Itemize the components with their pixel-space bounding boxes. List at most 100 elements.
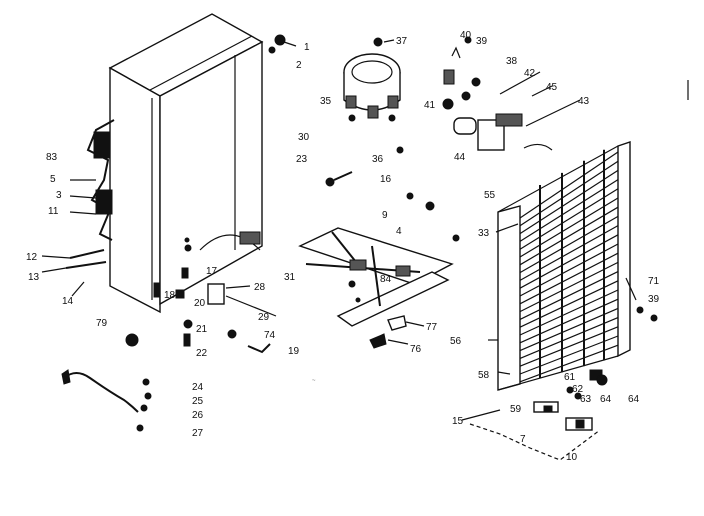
callout-26: 26 — [192, 410, 204, 421]
condenser-tube — [519, 344, 619, 383]
group-bracket — [469, 423, 601, 461]
compressor — [343, 53, 401, 122]
clip — [175, 289, 185, 299]
callout-21: 21 — [196, 324, 208, 335]
rubber-foot — [369, 333, 387, 349]
condenser-tube — [519, 215, 619, 274]
callout-1: 1 — [304, 42, 310, 53]
callout-17: 17 — [206, 266, 218, 277]
rubber-foot — [387, 315, 407, 331]
callout-40: 40 — [460, 30, 472, 41]
clip — [181, 267, 189, 279]
callout-labels: 40 1 2 37 35 39 38 42 45 43 41 44 30 23 … — [26, 30, 660, 463]
callout-9: 9 — [382, 210, 388, 221]
condenser-tube — [519, 289, 619, 336]
callout-10: 10 — [566, 452, 578, 463]
condenser-tube — [519, 307, 619, 352]
screw — [274, 34, 286, 46]
condenser-tube — [519, 151, 619, 219]
condenser-tube — [519, 188, 619, 250]
screw — [452, 234, 460, 242]
callout-4: 4 — [396, 226, 402, 237]
condenser-tube — [519, 206, 619, 266]
callout-35: 35 — [320, 96, 332, 107]
screw — [136, 424, 144, 432]
wire-lead — [247, 343, 271, 354]
condenser-tube — [519, 197, 619, 258]
callout-19: 19 — [288, 346, 300, 357]
screw — [227, 329, 237, 339]
screw — [325, 177, 335, 187]
screw — [268, 46, 276, 54]
screw — [183, 319, 193, 329]
condenser-tube — [519, 169, 619, 235]
callout-22: 22 — [196, 348, 208, 359]
condenser-tube — [519, 317, 619, 359]
screw — [144, 392, 152, 400]
condenser-tube — [519, 160, 619, 227]
callout-3: 3 — [56, 190, 62, 201]
side-tubing-assembly — [65, 119, 115, 269]
screw — [142, 378, 150, 386]
callout-23: 23 — [296, 154, 308, 165]
drain-tube-end — [61, 369, 71, 385]
callout-64: 64 — [600, 394, 612, 405]
relay-switch — [207, 283, 225, 305]
callout-24: 24 — [192, 382, 204, 393]
callout-31: 31 — [284, 272, 296, 283]
callout-33: 33 — [478, 228, 490, 239]
callout-59: 59 — [510, 404, 522, 415]
condenser-tube — [519, 335, 619, 375]
callout-71: 71 — [648, 276, 660, 287]
callout-76: 76 — [410, 344, 422, 355]
screw — [184, 244, 192, 252]
screw — [425, 201, 435, 211]
callout-45: 45 — [546, 82, 558, 93]
condenser-tube — [519, 261, 619, 313]
leader-lines — [41, 39, 637, 421]
callout-79: 79 — [96, 318, 108, 329]
callout-44: 44 — [454, 152, 466, 163]
callout-56: 56 — [450, 336, 462, 347]
callout-39: 39 — [476, 36, 488, 47]
callout-84: 84 — [380, 274, 392, 285]
callout-38: 38 — [506, 56, 518, 67]
callout-42: 42 — [524, 68, 536, 79]
callout-27: 27 — [192, 428, 204, 439]
callout-28: 28 — [254, 282, 266, 293]
screw — [406, 192, 414, 200]
callout-15: 15 — [452, 416, 464, 427]
watermark-text: ~ — [312, 378, 316, 384]
callout-39: 39 — [648, 294, 660, 305]
callout-14: 14 — [62, 296, 74, 307]
callout-7: 7 — [520, 434, 526, 445]
cabinet — [108, 13, 264, 314]
callout-11: 11 — [48, 206, 59, 217]
callout-83: 83 — [46, 152, 58, 163]
grommet — [373, 37, 383, 47]
callout-64: 64 — [628, 394, 640, 405]
condenser-tube — [519, 280, 619, 328]
condenser — [497, 141, 631, 391]
callout-62: 62 — [572, 384, 584, 395]
condenser-hardware — [533, 306, 658, 431]
callout-5: 5 — [50, 174, 56, 185]
drain-tube — [63, 372, 139, 413]
condenser-tube — [519, 271, 619, 320]
callout-18: 18 — [164, 290, 176, 301]
condenser-tube — [519, 252, 619, 305]
callout-12: 12 — [26, 252, 38, 263]
bolt — [333, 171, 353, 181]
bushing — [125, 333, 139, 347]
relay-parts — [442, 36, 581, 151]
condenser-tube — [519, 326, 619, 367]
condenser-tube — [519, 243, 619, 297]
condenser-tube — [519, 234, 619, 289]
callout-36: 36 — [372, 154, 384, 165]
clip — [183, 333, 191, 347]
callout-37: 37 — [396, 36, 408, 47]
callout-25: 25 — [192, 396, 204, 407]
callout-63: 63 — [580, 394, 592, 405]
callout-41: 41 — [424, 100, 436, 111]
